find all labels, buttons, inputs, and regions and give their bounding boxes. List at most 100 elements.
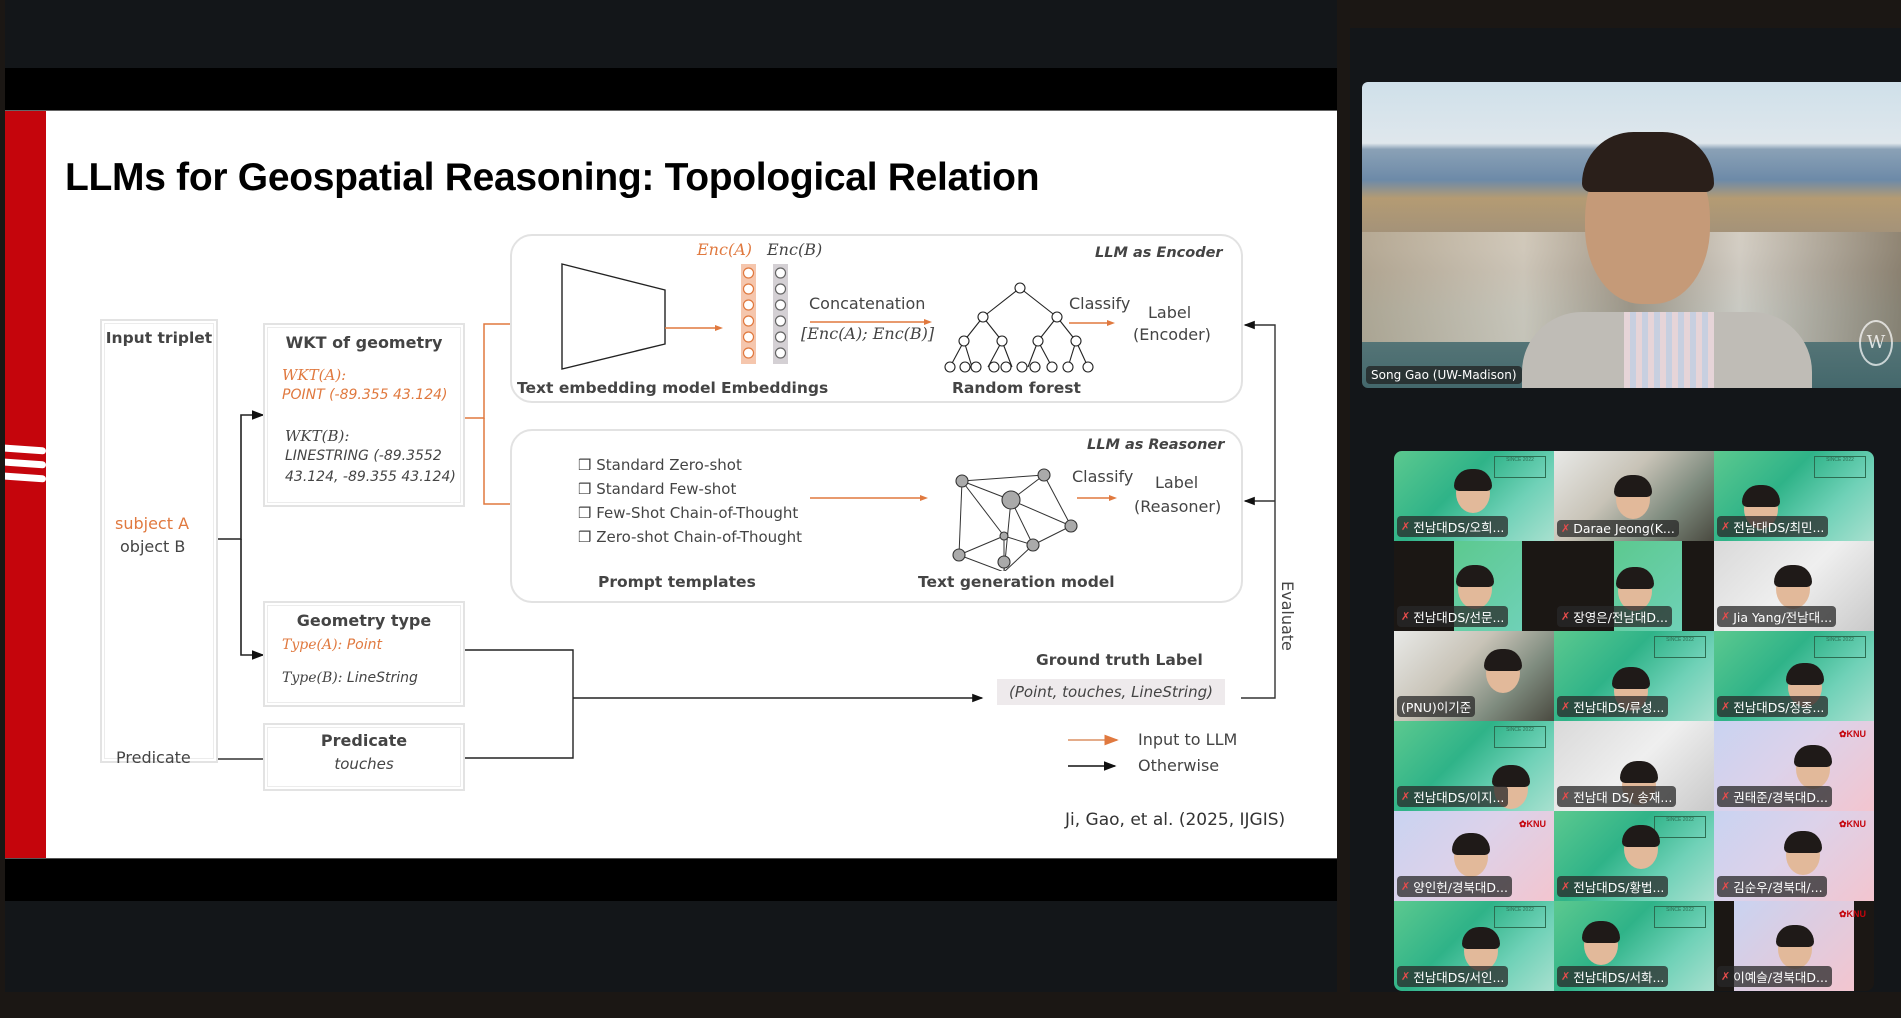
knu-logo: ✿KNU <box>1838 909 1866 919</box>
input-triplet-box: Input triplet <box>100 319 218 763</box>
university-badge: SINCE 2022 <box>1494 726 1546 748</box>
wkt-a-value: POINT (-89.355 43.124) <box>282 387 448 403</box>
participant-name: 장영은/전남대D... <box>1573 610 1668 625</box>
university-badge: SINCE 2022 <box>1814 456 1866 478</box>
participant-hair <box>1462 927 1500 949</box>
university-badge: SINCE 2022 <box>1814 636 1866 658</box>
participant-tile[interactable]: ✗Darae Jeong(K... <box>1554 451 1714 541</box>
prompt-item: ❒ Few-Shot Chain-of-Thought <box>578 504 799 522</box>
reasoner-tag: LLM as Reasoner <box>1087 437 1225 453</box>
mic-off-icon: ✗ <box>1401 610 1411 623</box>
participant-tile[interactable]: SINCE 2022✗전남대DS/이지... <box>1394 721 1554 811</box>
mic-off-icon: ✗ <box>1561 880 1571 893</box>
arrow-to-encoder-label <box>1069 320 1115 326</box>
participant-tile[interactable]: ✿KNU ✗김순우/경북대/... <box>1714 811 1874 901</box>
participant-hair <box>1620 761 1658 783</box>
participant-tile[interactable]: SINCE 2022 ✗전남대DS/오희... <box>1394 451 1554 541</box>
participant-name: Darae Jeong(K... <box>1573 521 1675 536</box>
participant-hair <box>1484 649 1522 671</box>
participant-name: 전남대DS/황법... <box>1573 880 1665 895</box>
random-forest-icon <box>944 282 1094 373</box>
reasoner-classify: Classify <box>1072 467 1134 486</box>
prompt-templates-label: Prompt templates <box>598 573 756 591</box>
participant-name: 전남대DS/정종... <box>1733 700 1825 715</box>
presentation-slide: LLMs for Geospatial Reasoning: Topologic… <box>5 110 1337 859</box>
concat-label: Concatenation <box>809 294 926 313</box>
geometry-type-title: Geometry type <box>296 611 432 630</box>
reasoner-output-line1: Label <box>1155 473 1199 492</box>
predicate-box: Predicate touches <box>263 723 465 791</box>
enc-b-label: Enc(B) <box>767 240 823 259</box>
wkt-a-label: WKT(A): <box>282 366 347 384</box>
participant-tile[interactable]: SINCE 2022✗전남대DS/서화... <box>1554 901 1714 991</box>
participant-tile[interactable]: ✗장영은/전남대D... <box>1554 541 1714 631</box>
participant-tile[interactable]: SINCE 2022 ✗전남대DS/서인... <box>1394 901 1554 991</box>
participant-tile[interactable]: SINCE 2022✗전남대DS/정종... <box>1714 631 1874 721</box>
participant-hair <box>1492 765 1530 787</box>
participant-tile[interactable]: SINCE 2022 ✗전남대DS/황법... <box>1554 811 1714 901</box>
knu-logo: ✿KNU <box>1838 819 1866 829</box>
arrow-to-forest <box>810 319 932 325</box>
participant-hair <box>1612 667 1650 689</box>
knu-logo: ✿KNU <box>1838 729 1866 739</box>
participant-tile[interactable]: SINCE 2022✗전남대DS/류성... <box>1554 631 1714 721</box>
reasoner-panel <box>510 429 1243 603</box>
prompt-template-list: ❒ Standard Zero-shot ❒ Standard Few-shot… <box>578 456 802 552</box>
checkbox-icon: ❒ <box>578 480 592 498</box>
prompt-item: ❒ Zero-shot Chain-of-Thought <box>578 528 803 546</box>
participant-tile[interactable]: ✗전남대 DS/ 송재... <box>1554 721 1714 811</box>
participant-name: 전남대DS/류성... <box>1573 700 1665 715</box>
participant-hair <box>1622 825 1660 847</box>
participant-tile[interactable]: ✗전남대DS/선문... <box>1394 541 1554 631</box>
participant-hair <box>1794 745 1832 767</box>
mic-off-icon: ✗ <box>1401 880 1411 893</box>
letterbox-top <box>5 68 1337 110</box>
participant-hair <box>1742 485 1780 507</box>
encoder-classify: Classify <box>1069 294 1131 313</box>
participant-hair <box>1786 663 1824 685</box>
university-badge: SINCE 2022 <box>1494 456 1546 478</box>
participant-name-tag: ✗전남대DS/오희... <box>1397 516 1509 537</box>
arrow-to-reasoner-label <box>1077 495 1117 501</box>
connector-evaluate <box>1241 320 1276 699</box>
participant-name: 전남대DS/오희... <box>1413 520 1505 535</box>
mic-off-icon: ✗ <box>1721 880 1731 893</box>
text-embedding-model-label: Text embedding model <box>517 379 716 397</box>
concat-formula: [Enc(A); Enc(B)] <box>801 324 935 343</box>
legend-orange-label: Input to LLM <box>1138 730 1238 749</box>
participant-tile[interactable]: ✿KNU✗양인헌/경북대D... <box>1394 811 1554 901</box>
wkt-b-value-line2: 43.124, -89.355 43.124) <box>285 469 456 485</box>
participant-name-tag: ✗전남대DS/최민... <box>1717 516 1829 537</box>
participant-tile[interactable]: ✗Jia Yang/전남대... <box>1714 541 1874 631</box>
subject-label: subject A <box>115 514 190 533</box>
arrow-to-embeddings <box>665 325 723 331</box>
participant-hair <box>1776 925 1814 947</box>
letterbox-bottom <box>5 858 1337 901</box>
mic-off-icon: ✗ <box>1721 790 1731 803</box>
shared-screen: LLMs for Geospatial Reasoning: Topologic… <box>5 0 1337 992</box>
mic-off-icon: ✗ <box>1561 522 1571 535</box>
university-badge: SINCE 2022 <box>1494 906 1546 928</box>
speaker-video[interactable]: W Song Gao (UW-Madison) <box>1362 82 1901 388</box>
mic-off-icon: ✗ <box>1561 790 1571 803</box>
participant-name: 전남대 DS/ 송재... <box>1573 790 1673 805</box>
university-badge: SINCE 2022 <box>1654 816 1706 838</box>
participant-tile[interactable]: ✿KNU✗권태준/경북대D... <box>1714 721 1874 811</box>
participant-tile[interactable]: SINCE 2022 ✗전남대DS/최민... <box>1714 451 1874 541</box>
participant-name-tag: ✗전남대DS/서인... <box>1397 966 1509 987</box>
ground-truth-value: (Point, touches, LineString) <box>997 679 1225 705</box>
type-b-label: Type(B): <box>282 670 343 686</box>
participant-tile[interactable]: ✿KNU✗이예슬/경북대D... <box>1714 901 1874 991</box>
participant-hair <box>1616 567 1654 589</box>
mic-off-icon: ✗ <box>1401 970 1411 983</box>
participant-name-tag: ✗김순우/경북대/... <box>1717 876 1827 897</box>
enc-a-label: Enc(A) <box>697 240 752 259</box>
participant-tile[interactable]: (PNU)이기준 <box>1394 631 1554 721</box>
wkt-title: WKT of geometry <box>285 333 443 352</box>
prompt-item: ❒ Standard Zero-shot <box>578 456 742 474</box>
object-label: object B <box>120 537 186 556</box>
checkbox-icon: ❒ <box>578 504 592 522</box>
embeddings-label: Embeddings <box>721 379 829 397</box>
participant-name-tag: ✗장영은/전남대D... <box>1557 606 1672 627</box>
input-triplet-title: Input triplet <box>105 329 213 347</box>
